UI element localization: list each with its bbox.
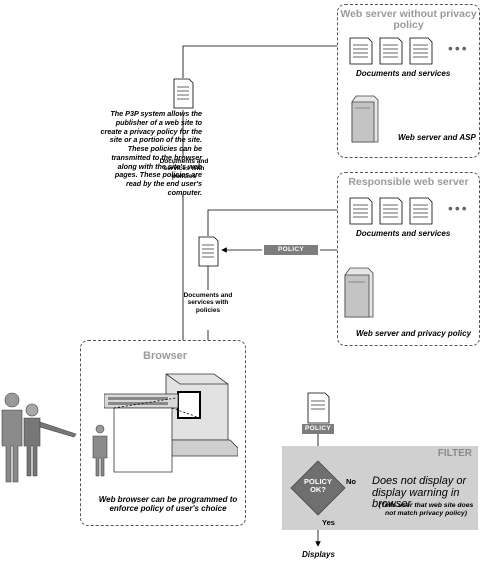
bottom-documents-label: Documents and services (356, 229, 451, 238)
document-icon (198, 236, 219, 267)
document-icon (349, 37, 373, 65)
top-server-label: Web server and ASP (398, 133, 476, 142)
document-icon (173, 78, 194, 109)
document-icon (379, 37, 403, 65)
server-without-policy-title: Web server without privacy policy (340, 8, 477, 32)
responsible-server-title: Responsible web server (348, 176, 469, 188)
p3p-note: The P3P system allows the publisher of a… (100, 109, 202, 198)
reject-note: (Tells user that web site does not match… (378, 502, 474, 517)
connector-bottom-server (207, 209, 350, 236)
browser-title: Browser (143, 350, 188, 362)
users-group (1, 392, 77, 483)
computer-icon (104, 373, 238, 473)
connector-top-server (182, 45, 350, 78)
top-documents-group (349, 37, 433, 65)
reject-text: Does not display or display warning in b… (372, 475, 467, 511)
server-tower-icon (351, 95, 379, 143)
document-icon (379, 197, 403, 225)
yes-label: Yes (322, 518, 335, 527)
browser-caption: Web browser can be programmed to enforce… (98, 495, 238, 513)
decision-label: POLICY OK? (304, 477, 332, 495)
filter-policy-tag: POLICY (302, 424, 334, 434)
displays-label: Displays (302, 550, 335, 559)
filter-title: FILTER (437, 448, 472, 459)
server-tower-icon (344, 267, 374, 318)
document-icon (409, 197, 433, 225)
person-icon (23, 403, 77, 477)
policy-tag: POLICY (264, 245, 318, 255)
transit-mid-label: Documents and services with policies (183, 292, 233, 314)
person-icon (92, 424, 108, 477)
ellipsis-icon: ••• (448, 40, 469, 56)
no-label: No (346, 477, 356, 486)
transit-top-label: Documents and services with policies (159, 158, 209, 180)
decision-diamond (290, 460, 346, 516)
bottom-server-label: Web server and privacy policy (356, 329, 472, 338)
bottom-documents-group (349, 197, 433, 225)
person-icon (1, 392, 23, 483)
ellipsis-icon: ••• (448, 200, 469, 216)
document-icon (349, 197, 373, 225)
document-icon (409, 37, 433, 65)
top-documents-label: Documents and services (356, 69, 451, 78)
document-icon (307, 392, 330, 424)
